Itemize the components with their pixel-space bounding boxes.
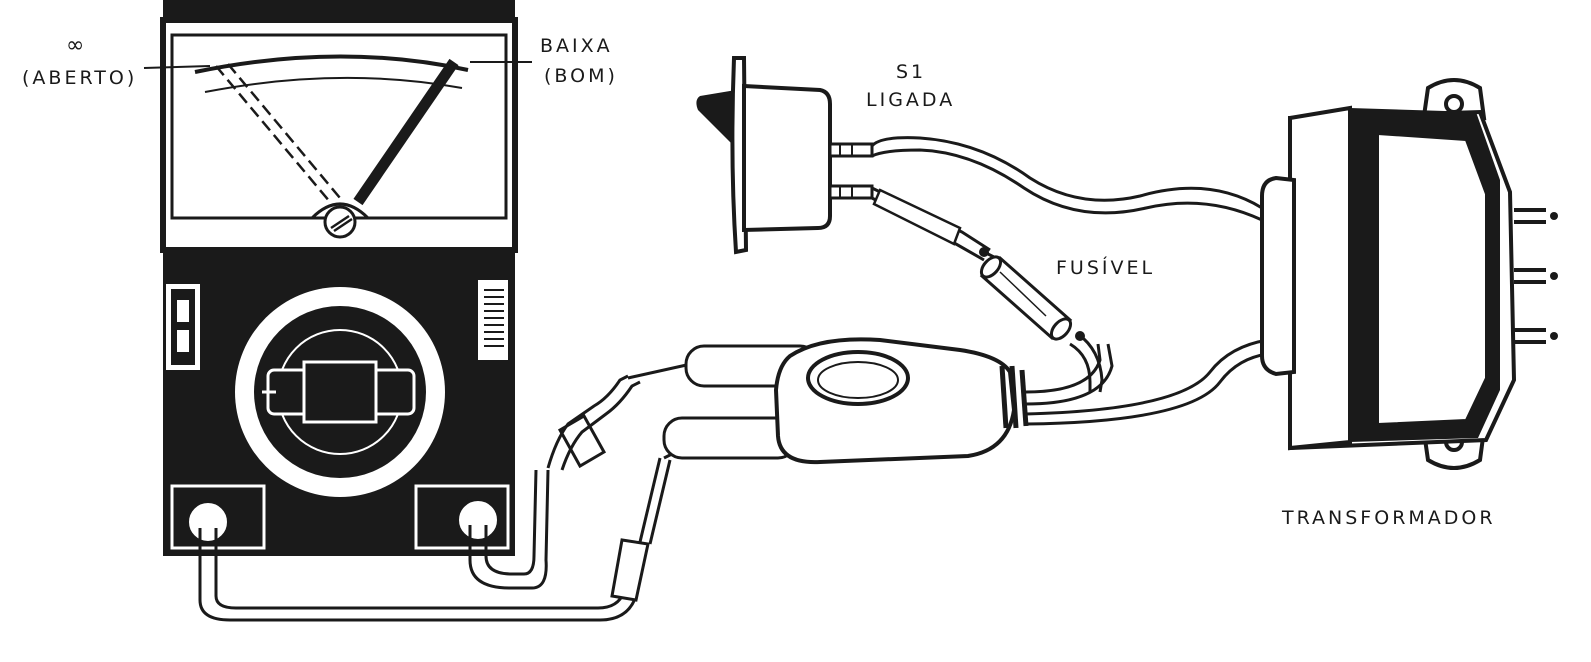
transformer xyxy=(1260,78,1558,470)
test-leads xyxy=(198,469,638,622)
label-transformer: TRANSFORMADOR xyxy=(1281,507,1496,529)
jack-positive xyxy=(455,497,501,543)
plug-body xyxy=(773,337,1017,465)
label-low-good: BAIXA (BOM) xyxy=(470,35,618,87)
label-switch-name: S1 xyxy=(896,61,926,83)
probe-upper xyxy=(546,360,701,471)
switch-body xyxy=(742,83,832,233)
fuse xyxy=(979,247,1104,393)
jack-common xyxy=(185,499,231,545)
transformer-coil xyxy=(1260,175,1296,377)
label-open: (ABERTO) xyxy=(22,67,137,89)
multimeter xyxy=(160,0,518,556)
label-switch-state: LIGADA xyxy=(866,89,955,111)
needle-open-position xyxy=(215,63,341,203)
meter-scale-arc xyxy=(194,54,469,74)
label-low: BAIXA xyxy=(540,35,613,57)
test-lead-positive xyxy=(468,469,550,590)
label-good: (BOM) xyxy=(544,65,618,87)
transformer-secondary-terminals xyxy=(1514,208,1546,344)
probe-lower xyxy=(610,438,701,602)
label-fuse: FUSÍVEL xyxy=(1056,256,1155,279)
switch-s1 xyxy=(696,56,874,255)
ohm-adjust-wheel xyxy=(478,280,508,360)
label-open-infinity: ∞ (ABERTO) xyxy=(22,33,211,89)
test-lead-common xyxy=(198,528,638,622)
wire-switch-to-transformer xyxy=(870,136,1263,222)
power-plug xyxy=(662,337,1269,465)
switch-rocker xyxy=(696,90,736,148)
infinity-symbol: ∞ xyxy=(66,33,84,58)
needle-low-position xyxy=(353,58,459,206)
